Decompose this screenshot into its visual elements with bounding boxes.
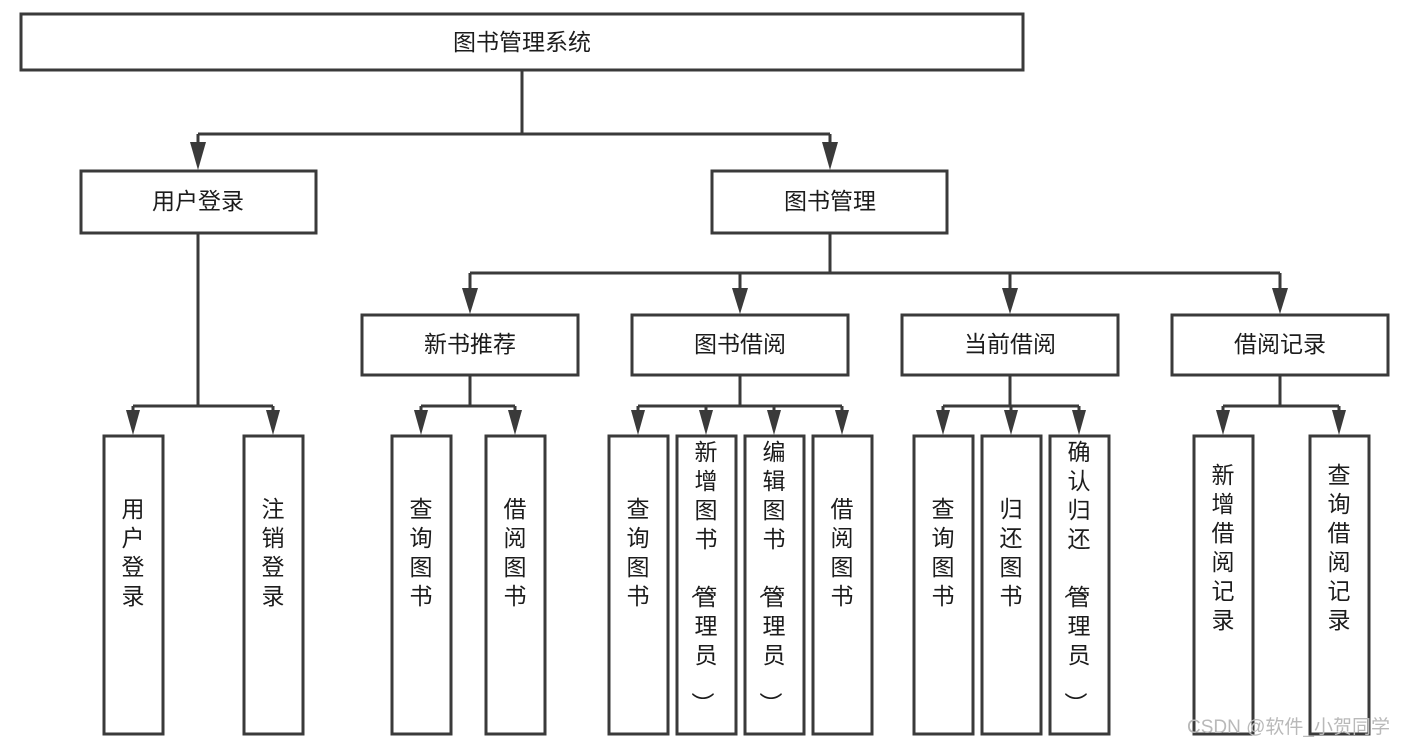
csdn-watermark: CSDN @软件_小贺同学	[1187, 716, 1390, 738]
leaf-cb-confirm-return-label: 确认归还（管理员）	[1063, 439, 1091, 715]
leaf-node[interactable]: 编辑图书（管理员）	[743, 434, 806, 736]
node-borrow-record[interactable]: 借阅记录	[1170, 313, 1390, 377]
leaf-bb-add-book-label: 新增图书（管理员）	[690, 439, 718, 715]
leaf-cb-query-book-label: 查询图书	[932, 496, 955, 609]
node-root-system[interactable]: 图书管理系统	[19, 12, 1025, 72]
node-borrow-record-label: 借阅记录	[1234, 331, 1326, 357]
leaf-bb-borrow-book-label: 借阅图书	[831, 496, 854, 609]
arrow-head-cb-leaf1	[936, 410, 950, 435]
arrow-head-bb-leaf3	[767, 410, 781, 435]
leaf-node[interactable]: 新增图书（管理员）	[675, 434, 738, 736]
leaf-cb-confirm-return-box[interactable]	[1048, 434, 1111, 736]
leaf-user-login-label: 用户登录	[122, 496, 145, 609]
leaf-nbr-query-book-box[interactable]	[390, 434, 453, 736]
node-new-book-recommend-box[interactable]	[360, 313, 580, 377]
arrow-head-user-login-leaf1	[126, 410, 140, 435]
leaf-node[interactable]: 借阅图书	[484, 434, 547, 736]
leaf-node[interactable]: 新增借阅记录	[1192, 434, 1255, 736]
leaf-logout-label: 注销登录	[262, 496, 285, 609]
leaf-nbr-borrow-book-label: 借阅图书	[504, 496, 527, 609]
arrow-head-cb-leaf2	[1004, 410, 1018, 435]
leaf-br-add-record-label: 新增借阅记录	[1212, 462, 1235, 633]
leaf-bb-edit-book-label: 编辑图书（管理员）	[758, 439, 786, 715]
leaf-node[interactable]: 用户登录	[102, 434, 165, 736]
leaf-br-query-record-box[interactable]	[1308, 434, 1371, 736]
node-new-book-recommend[interactable]: 新书推荐	[360, 313, 580, 377]
leaf-cb-query-book-box[interactable]	[912, 434, 975, 736]
arrow-head-new-book-rec	[462, 288, 478, 314]
leaf-node[interactable]: 确认归还（管理员）	[1048, 434, 1111, 736]
node-current-borrow-label: 当前借阅	[964, 331, 1056, 357]
node-book-borrow-label: 图书借阅	[694, 331, 786, 357]
node-book-management-label: 图书管理	[784, 188, 876, 214]
node-book-borrow[interactable]: 图书借阅	[630, 313, 850, 377]
leaf-logout-box[interactable]	[242, 434, 305, 736]
arrow-head-br-leaf2	[1332, 410, 1346, 435]
node-user-login-box[interactable]	[79, 169, 318, 235]
arrow-head-user-login	[190, 142, 206, 170]
arrow-head-cb-leaf3	[1072, 410, 1086, 435]
arrow-head-bb-leaf2	[699, 410, 713, 435]
leaf-bb-edit-book-box[interactable]	[743, 434, 806, 736]
leaf-bb-query-book-box[interactable]	[607, 434, 670, 736]
leaf-node[interactable]: 归还图书	[980, 434, 1043, 736]
leaf-nbr-query-book-label: 查询图书	[410, 496, 433, 609]
leaf-bb-query-book-label: 查询图书	[627, 496, 650, 609]
leaf-br-add-record-box[interactable]	[1192, 434, 1255, 736]
node-root-system-label: 图书管理系统	[453, 29, 591, 55]
arrow-head-book-borrow	[732, 288, 748, 314]
leaf-node[interactable]: 查询图书	[607, 434, 670, 736]
arrow-head-br-leaf1	[1216, 410, 1230, 435]
arrow-head-nbr-leaf2	[508, 410, 522, 435]
arrow-head-nbr-leaf1	[414, 410, 428, 435]
arrow-head-book-mgmt	[822, 142, 838, 170]
arrow-head-borrow-record	[1272, 288, 1288, 314]
node-user-login[interactable]: 用户登录	[79, 169, 318, 235]
node-user-login-label: 用户登录	[152, 188, 244, 214]
leaf-cb-return-book-label: 归还图书	[1000, 496, 1023, 609]
leaf-node[interactable]: 查询借阅记录	[1308, 434, 1371, 736]
node-book-management-box[interactable]	[710, 169, 949, 235]
node-book-management[interactable]: 图书管理	[710, 169, 949, 235]
arrow-head-bb-leaf1	[631, 410, 645, 435]
leaf-cb-return-book-box[interactable]	[980, 434, 1043, 736]
leaf-node[interactable]: 查询图书	[390, 434, 453, 736]
node-current-borrow[interactable]: 当前借阅	[900, 313, 1120, 377]
connector-layer	[126, 70, 1346, 435]
arrow-head-bb-leaf4	[835, 410, 849, 435]
node-borrow-record-box[interactable]	[1170, 313, 1390, 377]
leaf-bb-add-book-box[interactable]	[675, 434, 738, 736]
node-root-system-box[interactable]	[19, 12, 1025, 72]
leaf-node[interactable]: 查询图书	[912, 434, 975, 736]
leaf-node[interactable]: 借阅图书	[811, 434, 874, 736]
leaf-node[interactable]: 注销登录	[242, 434, 305, 736]
arrow-head-user-login-leaf2	[266, 410, 280, 435]
leaf-bb-borrow-book-box[interactable]	[811, 434, 874, 736]
arrow-head-current-borrow	[1002, 288, 1018, 314]
node-current-borrow-box[interactable]	[900, 313, 1120, 377]
leaf-user-login-box[interactable]	[102, 434, 165, 736]
leaf-nbr-borrow-book-box[interactable]	[484, 434, 547, 736]
leaf-br-query-record-label: 查询借阅记录	[1328, 462, 1351, 633]
node-new-book-recommend-label: 新书推荐	[424, 331, 516, 357]
node-book-borrow-box[interactable]	[630, 313, 850, 377]
